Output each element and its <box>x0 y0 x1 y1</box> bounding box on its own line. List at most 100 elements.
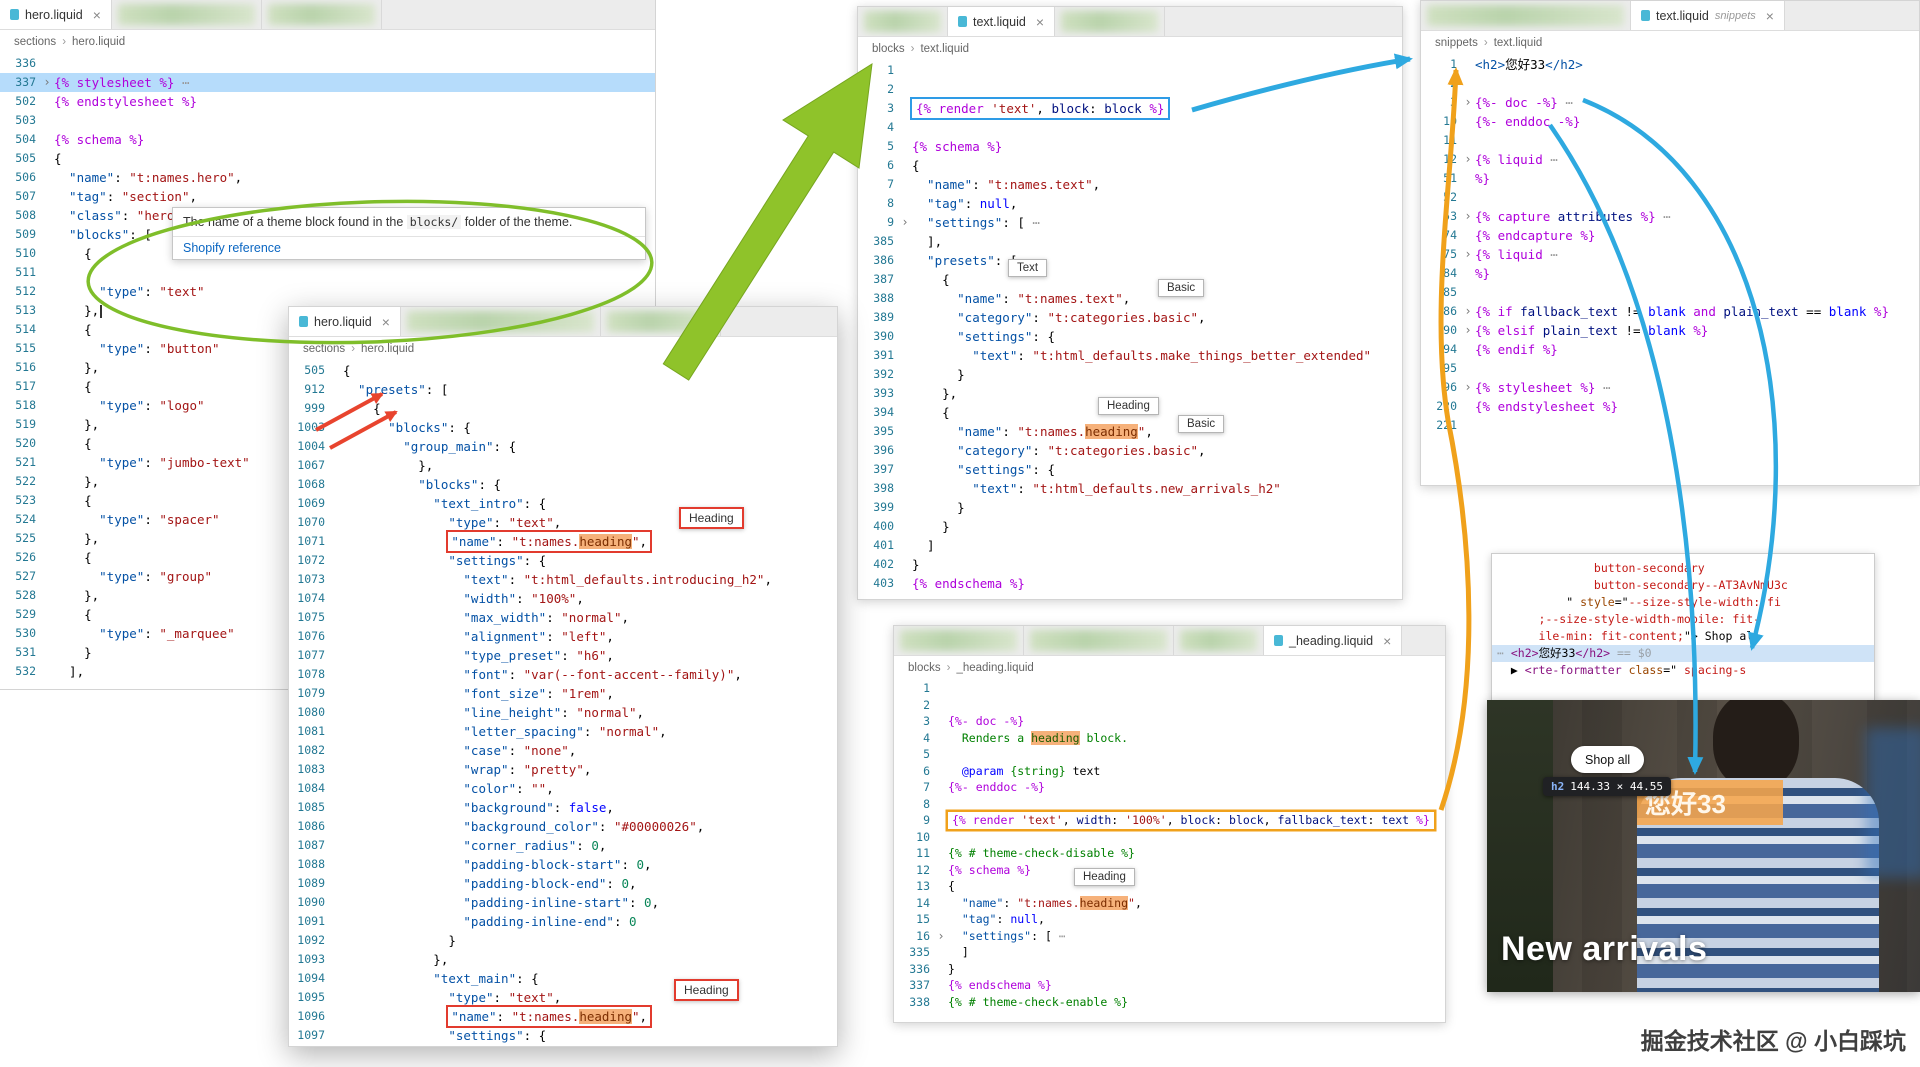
code-line[interactable]: 392 } <box>858 365 1402 384</box>
code-line[interactable]: 220{% endstylesheet %} <box>1421 397 1919 416</box>
code-line[interactable]: 12›{% liquid ⋯ <box>1421 150 1919 169</box>
code-line[interactable]: 1082 "case": "none", <box>289 741 837 760</box>
code-line[interactable]: 512 "type": "text" <box>0 282 655 301</box>
breadcrumb-item[interactable]: sections <box>14 36 57 48</box>
code-line[interactable]: 5 <box>894 746 1445 763</box>
code-line[interactable]: 10{%- enddoc -%} <box>1421 112 1919 131</box>
code-line[interactable]: 505{ <box>0 149 655 168</box>
code-line[interactable]: 527 "type": "group" <box>0 567 655 586</box>
code-line[interactable]: 393 }, <box>858 384 1402 403</box>
code-line[interactable]: 86›{% if fallback_text != blank and plai… <box>1421 302 1919 321</box>
code-line[interactable]: 1086 "background_color": "#00000026", <box>289 817 837 836</box>
code-line[interactable]: 1096 "name": "t:names.heading", <box>289 1007 837 1026</box>
censored-tab[interactable] <box>600 307 721 336</box>
code-line[interactable]: 3{%- doc -%} <box>894 713 1445 730</box>
code-line[interactable]: 394 { <box>858 403 1402 422</box>
code-line[interactable]: 336 <box>0 54 655 73</box>
code-line[interactable]: 502{% endstylesheet %} <box>0 92 655 111</box>
code-line[interactable]: 1068 "blocks": { <box>289 475 837 494</box>
fold-chevron-icon[interactable]: › <box>1464 209 1472 223</box>
code-line[interactable]: 4 Renders a heading block. <box>894 730 1445 747</box>
code-line[interactable]: 10 <box>894 829 1445 846</box>
code-line[interactable]: 335 ] <box>894 944 1445 961</box>
breadcrumb-item[interactable]: hero.liquid <box>72 36 126 48</box>
code-line[interactable]: 1087 "corner_radius": 0, <box>289 836 837 855</box>
code-line[interactable]: 1080 "line_height": "normal", <box>289 703 837 722</box>
code-line[interactable]: 529 { <box>0 605 655 624</box>
code-line[interactable]: 523 { <box>0 491 655 510</box>
code-line[interactable]: 1 <box>894 680 1445 697</box>
code-line[interactable]: 397 "settings": { <box>858 460 1402 479</box>
code-line[interactable]: 1073 "text": "t:html_defaults.introducin… <box>289 570 837 589</box>
code-line[interactable]: 8 <box>894 796 1445 813</box>
code-line[interactable]: 403{% endschema %} <box>858 574 1402 593</box>
code-line[interactable]: 1094 "text_main": { <box>289 969 837 988</box>
devtools-node-line[interactable]: ile-min: fit-content;"> Shop all <box>1492 628 1874 645</box>
censored-tab[interactable] <box>261 0 382 29</box>
code-line[interactable]: 402} <box>858 555 1402 574</box>
code-line[interactable]: 7 "name": "t:names.text", <box>858 175 1402 194</box>
code-line[interactable]: 2 <box>858 80 1402 99</box>
code-line[interactable]: 1074 "width": "100%", <box>289 589 837 608</box>
code-line[interactable]: 530 "type": "_marquee" <box>0 624 655 643</box>
fold-chevron-icon[interactable]: › <box>937 928 945 943</box>
code-line[interactable]: 94{% endif %} <box>1421 340 1919 359</box>
code-line[interactable]: 5{% schema %} <box>858 137 1402 156</box>
code-line[interactable]: 1003 "blocks": { <box>289 418 837 437</box>
code-line[interactable]: 389 "category": "t:categories.basic", <box>858 308 1402 327</box>
code-line[interactable]: 16› "settings": [ ⋯ <box>894 928 1445 945</box>
censored-tab[interactable] <box>1421 1 1631 30</box>
code-line[interactable]: 84%} <box>1421 264 1919 283</box>
code-line[interactable]: 1083 "wrap": "pretty", <box>289 760 837 779</box>
code-line[interactable]: 336} <box>894 961 1445 978</box>
tab-hero.liquid[interactable]: hero.liquid× <box>289 307 401 336</box>
shop-all-button[interactable]: Shop all <box>1571 746 1645 773</box>
code-line[interactable]: 517 { <box>0 377 655 396</box>
code-line[interactable]: 999 { <box>289 399 837 418</box>
breadcrumb-item[interactable]: sections <box>303 343 346 355</box>
code-line[interactable]: 1077 "type_preset": "h6", <box>289 646 837 665</box>
code-line[interactable]: 388 "name": "t:names.text", <box>858 289 1402 308</box>
code-line[interactable]: 8 "tag": null, <box>858 194 1402 213</box>
code-line[interactable]: 1072 "settings": { <box>289 551 837 570</box>
code-line[interactable]: 1089 "padding-block-end": 0, <box>289 874 837 893</box>
code-line[interactable]: 1069 "text_intro": { <box>289 494 837 513</box>
censored-tab[interactable] <box>894 626 1024 655</box>
code-line[interactable]: 14 "name": "t:names.heading", <box>894 895 1445 912</box>
code-line[interactable]: 1076 "alignment": "left", <box>289 627 837 646</box>
code-line[interactable]: 11{% # theme-check-disable %} <box>894 845 1445 862</box>
censored-tab[interactable] <box>111 0 262 29</box>
code-line[interactable]: 399 } <box>858 498 1402 517</box>
code-line[interactable]: 390 "settings": { <box>858 327 1402 346</box>
code-line[interactable]: 1079 "font_size": "1rem", <box>289 684 837 703</box>
code-line[interactable]: 9{% render 'text', width: '100%', block:… <box>894 812 1445 829</box>
code-line[interactable]: 505{ <box>289 361 837 380</box>
fold-chevron-icon[interactable]: › <box>901 215 909 229</box>
code-line[interactable]: 3{% render 'text', block: block %} <box>858 99 1402 118</box>
code-line[interactable]: 15 "tag": null, <box>894 911 1445 928</box>
code-line[interactable]: 395 "name": "t:names.heading", <box>858 422 1402 441</box>
fold-chevron-icon[interactable]: › <box>1464 95 1472 109</box>
code-line[interactable]: 520 { <box>0 434 655 453</box>
code-line[interactable]: 90›{% elsif plain_text != blank %} <box>1421 321 1919 340</box>
code-line[interactable]: 1004 "group_main": { <box>289 437 837 456</box>
breadcrumb-item[interactable]: text.liquid <box>920 43 970 55</box>
devtools-node-line[interactable]: button-secondary--AT3AvNmU3c <box>1492 577 1874 594</box>
devtools-node-line[interactable]: ⋯ <h2>您好33</h2> == $0 <box>1492 645 1874 662</box>
code-line[interactable]: 221 <box>1421 416 1919 435</box>
code-line[interactable]: 52 <box>1421 188 1919 207</box>
code-line[interactable]: 504{% schema %} <box>0 130 655 149</box>
censored-tab[interactable] <box>1055 7 1165 36</box>
code-line[interactable]: 2 <box>1421 74 1919 93</box>
close-tab-icon[interactable]: × <box>381 313 390 330</box>
code-line[interactable]: 531 } <box>0 643 655 662</box>
code-line[interactable]: 338{% # theme-check-enable %} <box>894 994 1445 1011</box>
code-line[interactable]: 1090 "padding-inline-start": 0, <box>289 893 837 912</box>
fold-chevron-icon[interactable]: › <box>1464 323 1472 337</box>
close-tab-icon[interactable]: × <box>1383 632 1392 649</box>
code-line[interactable]: 1075 "max_width": "normal", <box>289 608 837 627</box>
code-line[interactable]: 515 "type": "button" <box>0 339 655 358</box>
code-line[interactable]: 519 }, <box>0 415 655 434</box>
